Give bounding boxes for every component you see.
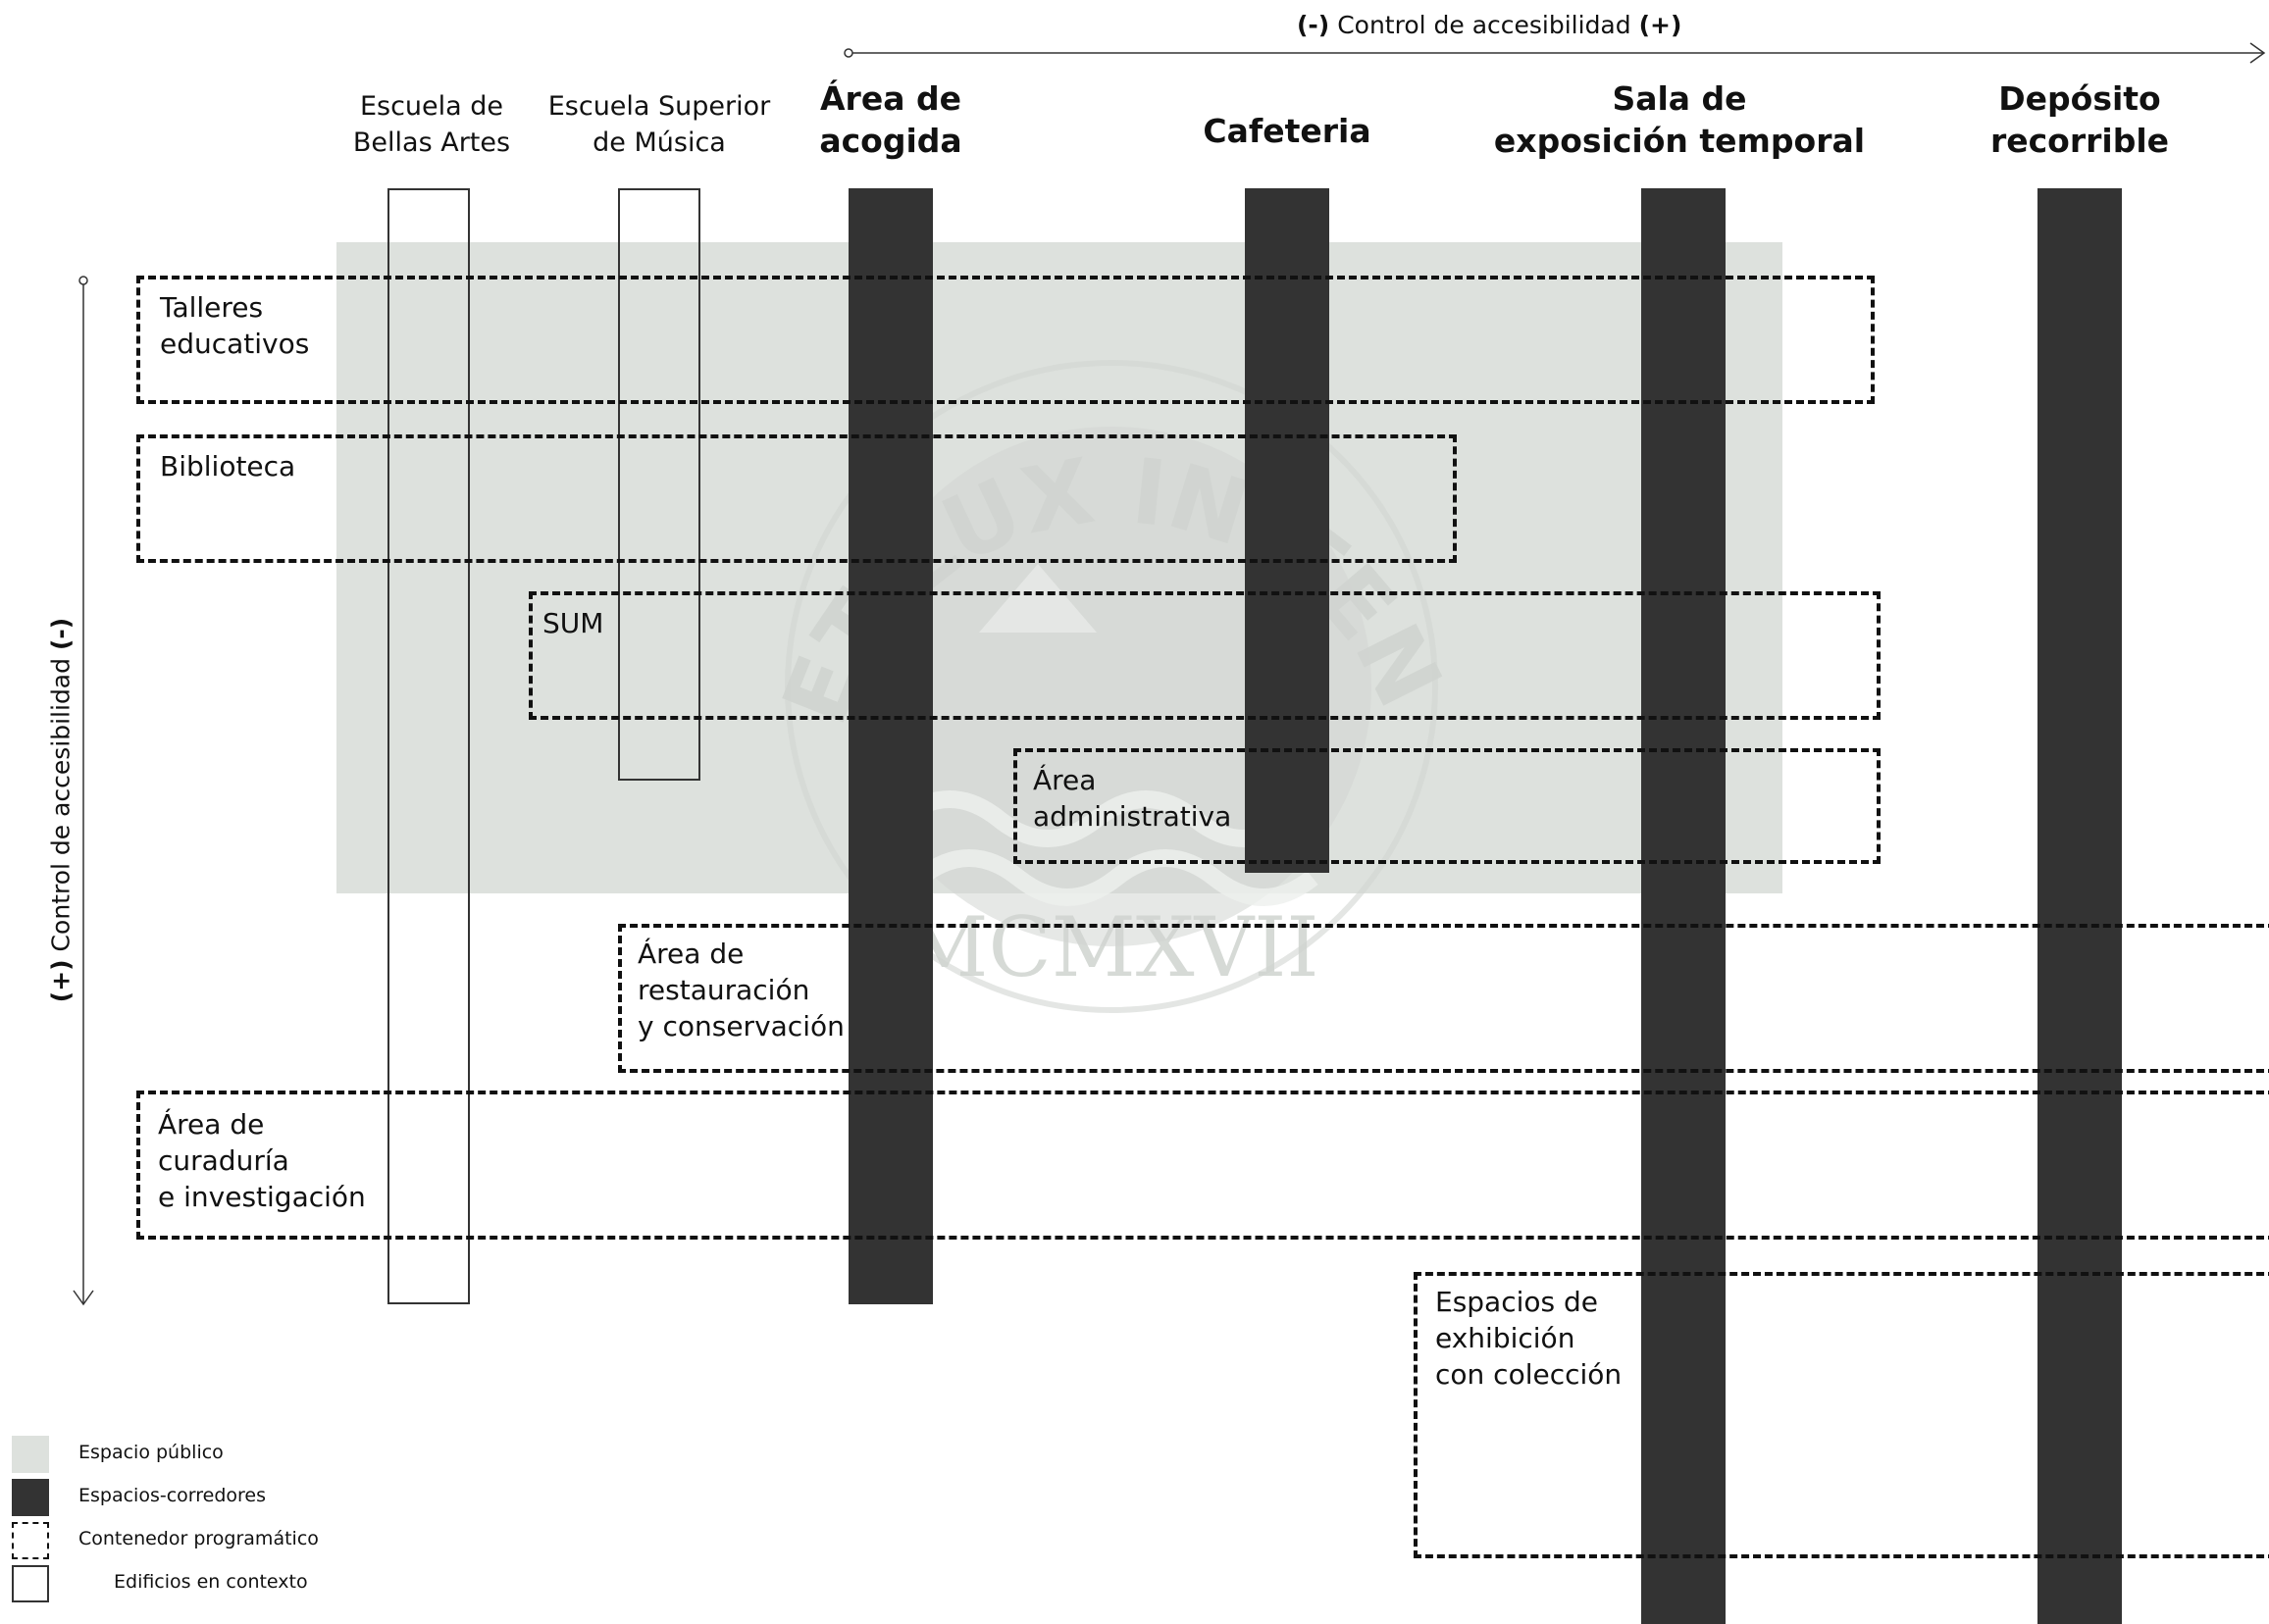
legend-item-public: Espacio público (12, 1436, 306, 1473)
legend-swatch-corridors (12, 1479, 49, 1516)
column-header-sala: Sala de exposición temporal (1493, 79, 1866, 160)
legend-item-context: Edificios en contexto (12, 1565, 345, 1602)
column-header-bellas-artes: Escuela de Bellas Artes (352, 91, 511, 158)
vertical-axis-arrow (73, 276, 94, 1306)
container-label-talleres: Talleres educativos (160, 291, 310, 360)
column-header-cafeteria: Cafeteria (1203, 112, 1371, 150)
container-label-sum: SUM (542, 607, 604, 639)
vertical-axis-plus: (+) (46, 959, 76, 1003)
container-label-biblioteca: Biblioteca (160, 450, 296, 482)
building-musica (618, 188, 700, 781)
container-label-administrativa: Área administrativa (1033, 764, 1232, 833)
corridor-sala (1641, 188, 1726, 1624)
container-label-curaduria: Área de curaduría e investigación (158, 1108, 366, 1213)
legend-swatch-container (12, 1522, 49, 1559)
column-header-musica: Escuela Superior de Música (547, 91, 771, 158)
container-talleres: Talleres educativos (136, 276, 1875, 404)
horizontal-axis-minus: (-) (1297, 11, 1330, 39)
corridor-acogida (849, 188, 933, 1304)
horizontal-axis-plus: (+) (1638, 11, 1682, 39)
horizontal-axis-text: Control de accesibilidad (1337, 11, 1631, 39)
vertical-axis-text: Control de accesibilidad (46, 657, 76, 952)
corridor-deposito (2037, 188, 2122, 1624)
legend-swatch-context (12, 1565, 49, 1602)
legend-label-corridors: Espacios-corredores (78, 1485, 267, 1506)
container-label-exhibicion: Espacios de exhibición con colección (1435, 1286, 1623, 1391)
legend-item-corridors: Espacios-corredores (12, 1479, 326, 1516)
column-header-deposito: Depósito recorrible (1989, 79, 2170, 160)
horizontal-axis-label: (-) Control de accesibilidad (+) (1297, 11, 1681, 39)
container-exhibicion: Espacios de exhibición con colección (1414, 1272, 2269, 1558)
container-sum: SUM (529, 591, 1881, 720)
legend-label-container: Contenedor programático (78, 1528, 319, 1549)
legend-label-public: Espacio público (78, 1442, 224, 1463)
container-label-restauracion: Área de restauración y conservación (638, 938, 845, 1042)
corridor-cafeteria (1245, 188, 1329, 873)
legend-swatch-public (12, 1436, 49, 1473)
column-header-acogida: Área de acogida (819, 79, 962, 160)
vertical-axis-minus: (-) (46, 617, 76, 651)
container-biblioteca: Biblioteca (136, 434, 1457, 563)
container-restauracion: Área de restauración y conservación (618, 924, 2269, 1073)
building-bellas-artes (387, 188, 470, 1304)
container-administrativa: Área administrativa (1013, 748, 1881, 864)
vertical-axis-label: (+) Control de accesibilidad (-) (47, 618, 76, 1002)
horizontal-axis-arrow (844, 42, 2266, 64)
legend-label-context: Edificios en contexto (114, 1571, 308, 1593)
legend-item-container: Contenedor programático (12, 1522, 345, 1559)
container-curaduria: Área de curaduría e investigación (136, 1091, 2269, 1240)
seal-year: MCMXVII (903, 899, 1318, 995)
